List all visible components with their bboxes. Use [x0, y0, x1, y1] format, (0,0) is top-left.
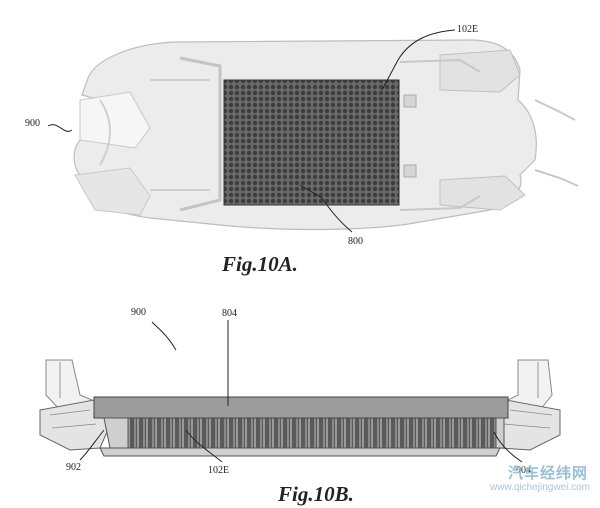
vehicle-section-side-view: [39, 359, 561, 457]
figure-caption-10a: Fig.10A.: [222, 252, 298, 276]
pack-cover-plate: [93, 396, 509, 419]
watermark-chinese: 汽车经纬网: [507, 464, 588, 482]
label-900-b: 900: [131, 307, 146, 318]
battery-cell-row-10b: [127, 417, 497, 449]
vehicle-chassis-top-view: [73, 39, 579, 231]
figure-caption-10b: Fig.10B.: [278, 482, 354, 506]
label-800-a: 800: [348, 236, 363, 247]
label-102e-a: 102E: [457, 24, 479, 35]
label-804-b: 804: [222, 308, 237, 319]
leader-line-102e-a: [381, 29, 456, 91]
label-900-a: 900: [25, 118, 40, 129]
leader-line-900-a: [47, 124, 73, 132]
leader-line-904-b: [493, 431, 523, 463]
battery-cell-array-10a: [223, 79, 400, 206]
leader-line-800-a: [299, 184, 353, 233]
label-102e-b: 102E: [208, 465, 230, 476]
leader-line-902-b: [79, 429, 105, 461]
label-902-b: 902: [66, 462, 81, 473]
leader-line-102e-b: [185, 429, 223, 463]
watermark-url: www.qichejingwei.com: [489, 482, 590, 493]
label-904-b: 904: [516, 465, 531, 476]
leader-line-900-b: [151, 321, 177, 351]
